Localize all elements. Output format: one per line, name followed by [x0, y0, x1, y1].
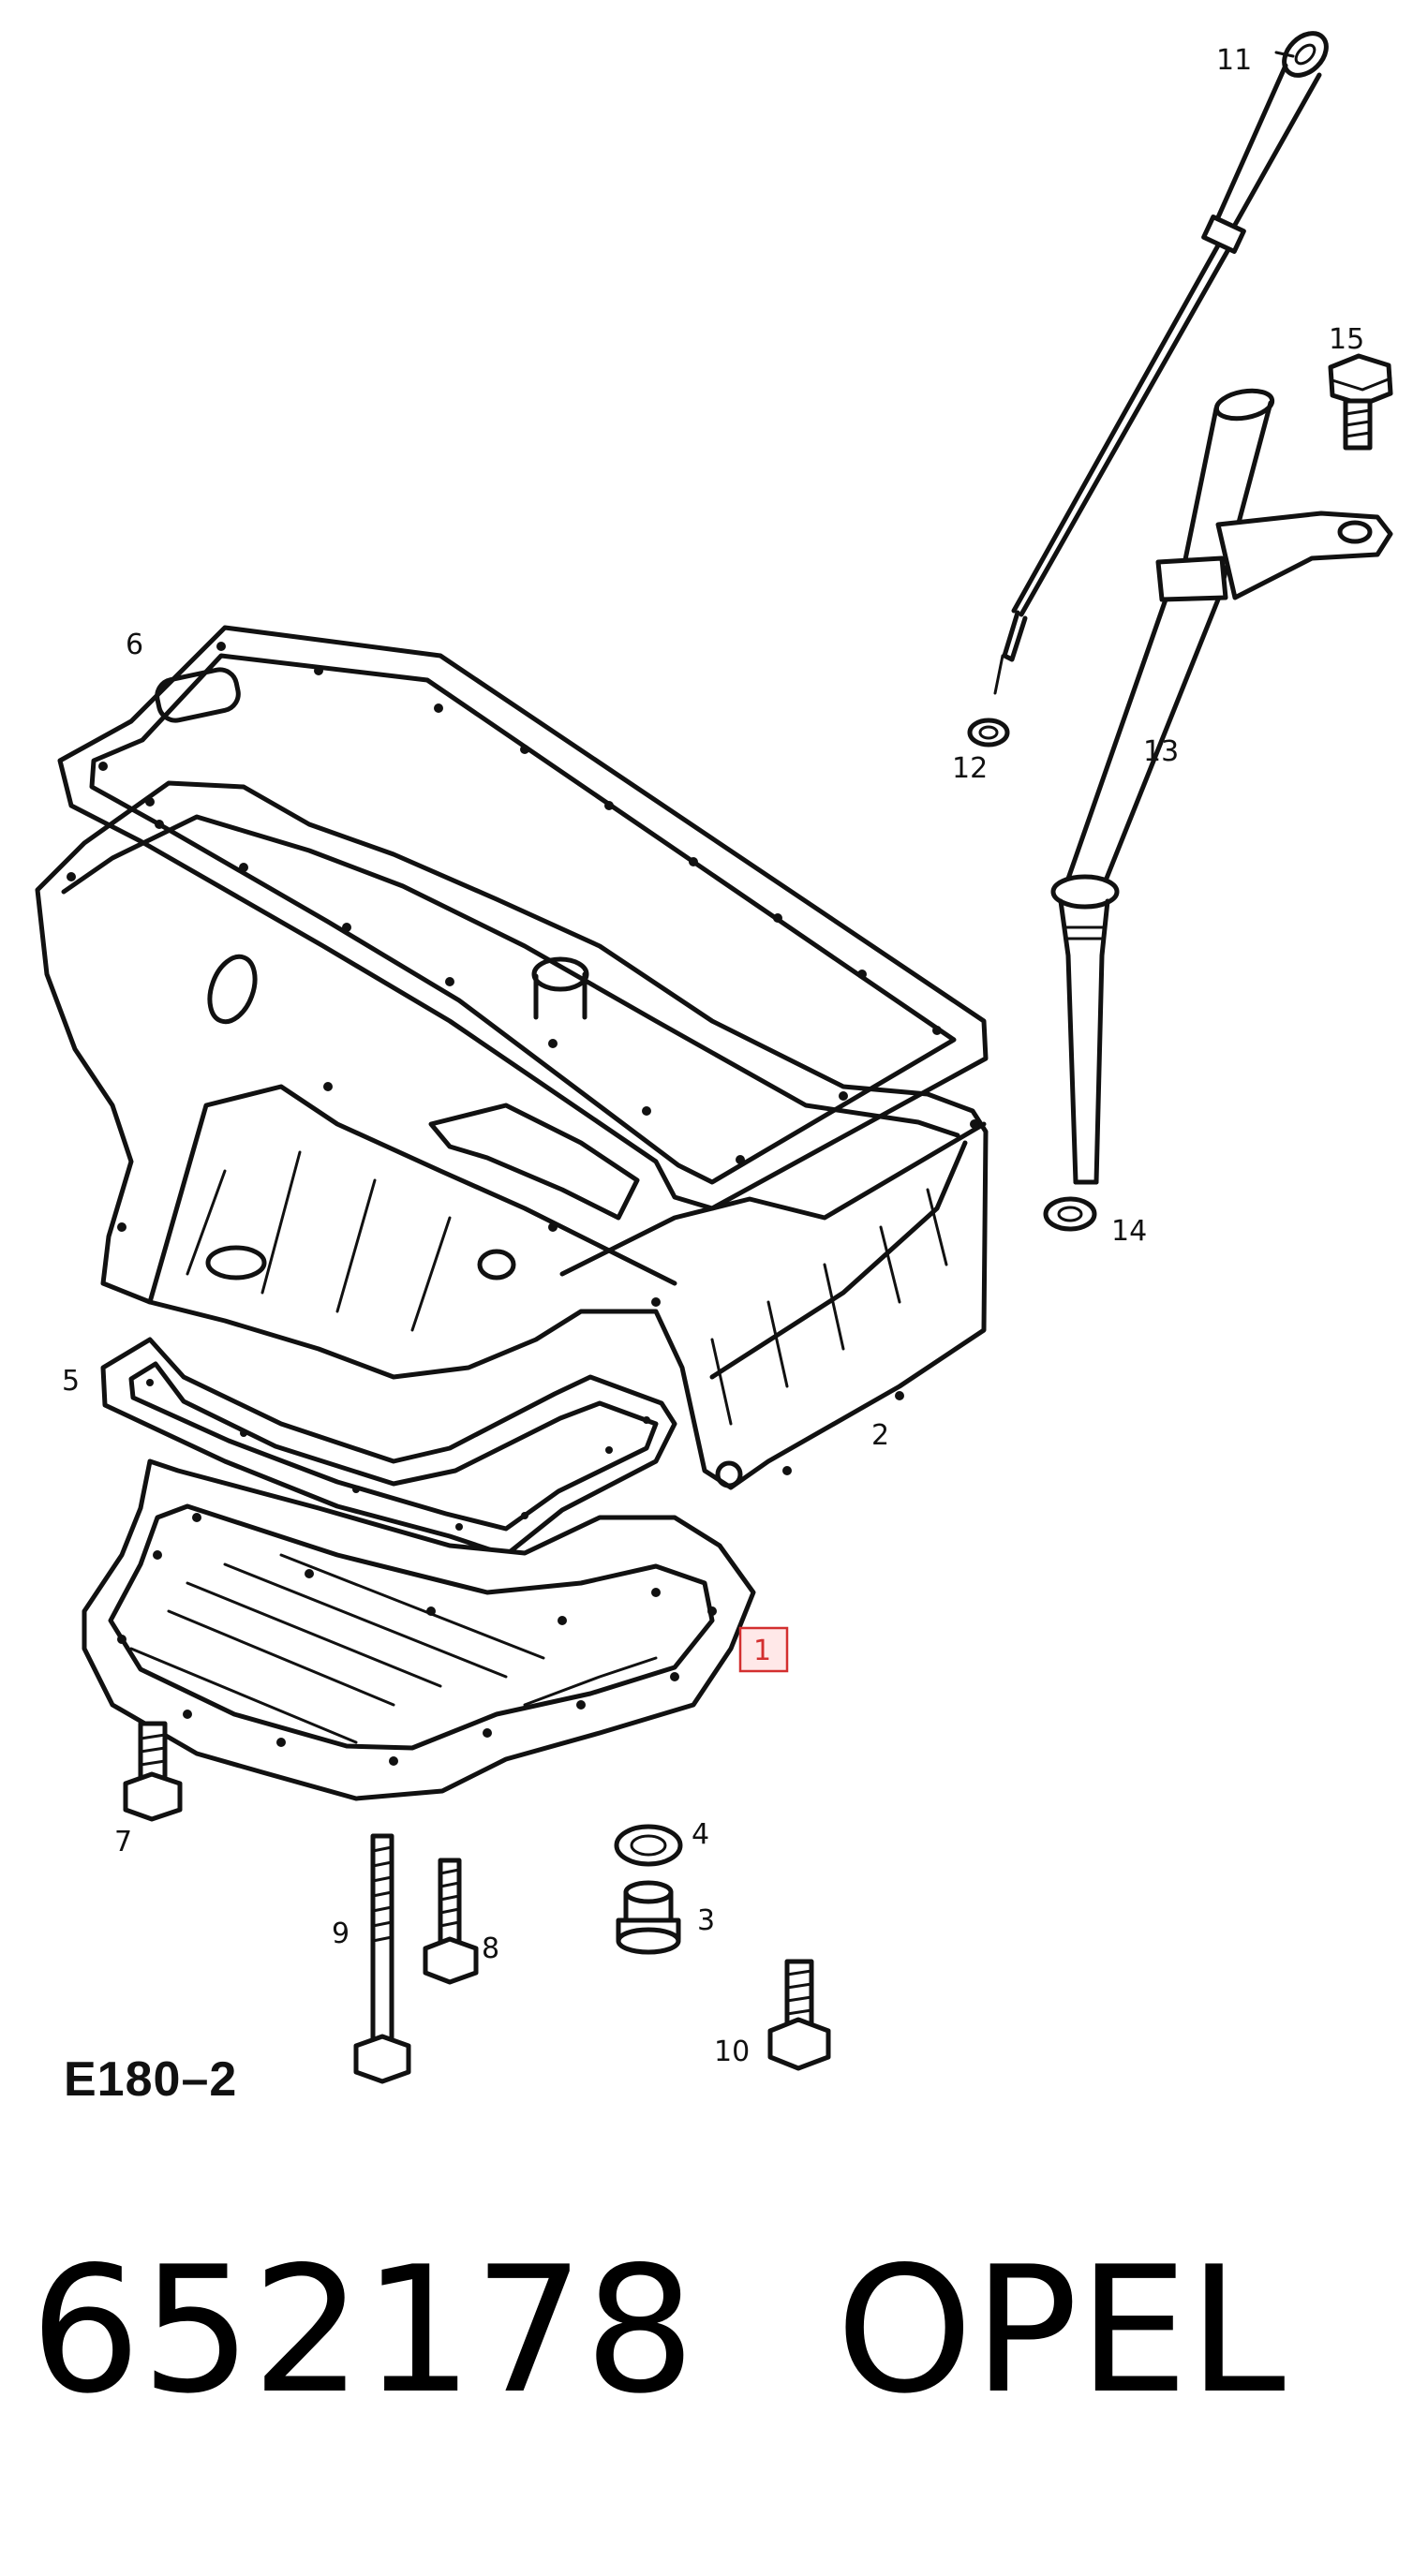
callout-8[interactable]: 8: [482, 1932, 499, 1965]
callout-9[interactable]: 9: [332, 1917, 350, 1950]
dipstick-tube: [1050, 388, 1393, 1185]
callout-5[interactable]: 5: [62, 1365, 80, 1398]
upper-oil-pan: [35, 780, 989, 1490]
bolt-15: [1328, 353, 1393, 451]
brand-name: OPEL: [836, 2228, 1286, 2432]
callout-11[interactable]: 11: [1216, 44, 1252, 77]
upper-gasket: [57, 625, 989, 1211]
diagram-code: E180–2: [64, 2052, 238, 2107]
middle-gasket: [100, 1337, 677, 1558]
callout-12[interactable]: 12: [952, 752, 988, 785]
leader-lines: [1274, 51, 1295, 58]
callout-1[interactable]: 1: [753, 1635, 771, 1667]
callout-13[interactable]: 13: [1143, 735, 1179, 768]
seal-ring-12: [967, 718, 1010, 748]
callout-14[interactable]: 14: [1111, 1215, 1147, 1248]
callout-2[interactable]: 2: [871, 1419, 889, 1452]
drain-plug-3: [616, 1880, 681, 1955]
lower-oil-pan: [82, 1458, 756, 1801]
callout-3[interactable]: 3: [697, 1904, 715, 1937]
bolt-10: [767, 1959, 831, 2071]
callout-6[interactable]: 6: [126, 629, 143, 661]
callout-15[interactable]: 15: [1329, 323, 1364, 356]
bolt-8: [423, 1858, 479, 1985]
callout-4[interactable]: 4: [692, 1818, 709, 1851]
callout-labels: 1 2 3 4 5 6 7 8 9 10 11 12 13 14 15: [62, 44, 1364, 2068]
callout-10[interactable]: 10: [714, 2036, 750, 2068]
callout-1-highlight: [738, 1626, 789, 1673]
part-number: 652178: [30, 2228, 696, 2432]
bolt-7: [123, 1721, 183, 1822]
seal-ring-14: [1043, 1196, 1097, 1232]
stud-bolt-9: [353, 1833, 411, 2084]
dipstick: [993, 31, 1329, 695]
callout-7[interactable]: 7: [114, 1826, 132, 1858]
washer-4: [614, 1824, 683, 1867]
